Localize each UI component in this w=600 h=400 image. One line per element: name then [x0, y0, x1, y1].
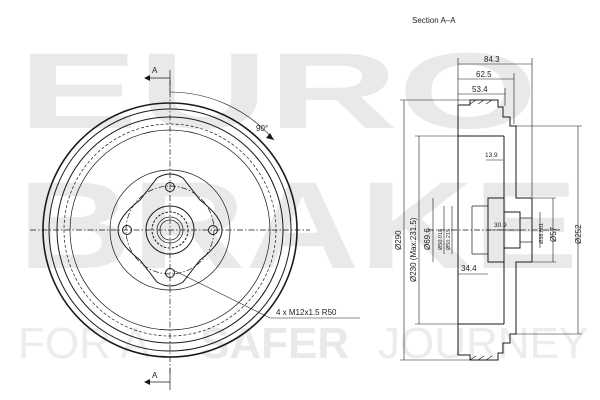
dia-290: Ø290: [394, 230, 403, 250]
bore-serrated-circle: [151, 211, 189, 249]
bolt-hole-top: [165, 182, 175, 192]
dia-230: Ø230 (Max:231.5): [409, 217, 418, 282]
drum-circle-5: [69, 129, 271, 331]
section-hatching: [469, 99, 493, 361]
dia-38-801: Ø38.801: [539, 223, 545, 244]
dia-57: Ø57: [549, 226, 558, 242]
bolt-hole-bottom: [165, 268, 175, 278]
watermark-euro: EURO: [18, 30, 538, 151]
hub-circle-outer: [145, 205, 195, 255]
bore-inner-circle-2: [159, 219, 181, 241]
section-marker-top: A: [152, 66, 158, 75]
drum-circle-3: [56, 116, 284, 344]
section-marker-bottom: A: [152, 371, 158, 380]
bolt-callout: 4 x M12x1.5 R50: [276, 308, 337, 317]
right-diameter-dimensions: Ø38.801 Ø57 Ø252: [516, 125, 583, 335]
watermark-tagline-2: SAFER: [200, 319, 349, 368]
bolt-holes: [122, 182, 218, 278]
angle-label: 90°: [256, 124, 268, 133]
watermark-tagline-3: JOURNEY: [378, 319, 588, 368]
section-marker-arrow-top: [144, 75, 150, 81]
drum-circle-6: [109, 169, 231, 291]
watermark: EURO BRAKE FOR A SAFER JOURNEY: [18, 30, 588, 368]
drum-circle-2: [48, 108, 292, 352]
drum-outer-circle: [42, 102, 298, 358]
dia-252: Ø252: [574, 224, 583, 244]
bolt-pcd-circle: [125, 185, 215, 275]
dim-30-9: 30.9: [494, 222, 507, 229]
watermark-brake: BRAKE: [18, 157, 578, 295]
top-dimensions: 84.3 62.5 53.4: [457, 55, 533, 197]
dia-50-018: Ø50.018: [438, 229, 444, 250]
section-view: Section A–A: [394, 16, 583, 361]
bolt-hole-left: [122, 225, 132, 235]
section-title: Section A–A: [412, 16, 456, 25]
dim-13-9: 13.9: [485, 152, 498, 159]
bolt-callout-leader: [172, 269, 360, 319]
angle-arc: [169, 91, 275, 141]
section-marker-arrow-bottom: [144, 379, 150, 385]
dim-84-3: 84.3: [484, 55, 500, 64]
angle-arrow: [266, 133, 274, 140]
watermark-tagline-1: FOR A: [18, 319, 151, 368]
front-view: 90° A A 4 x M12x1.5 R50: [30, 66, 360, 390]
dim-53-4: 53.4: [472, 85, 488, 94]
bolt-hole-right: [208, 225, 218, 235]
drum-circle-4: [63, 123, 277, 337]
bore-inner-circle: [156, 216, 184, 244]
left-diameter-dimensions: Ø290 Ø230 (Max:231.5) Ø69.6 Ø50.018 Ø50.…: [394, 99, 470, 361]
hub-flange: [117, 173, 223, 287]
dim-62-5: 62.5: [476, 70, 492, 79]
dia-69-6: Ø69.6: [423, 228, 432, 250]
dim-34-4: 34.4: [461, 264, 477, 273]
section-hub-bore: [487, 197, 521, 263]
dia-50-215: Ø50.215: [446, 229, 452, 250]
